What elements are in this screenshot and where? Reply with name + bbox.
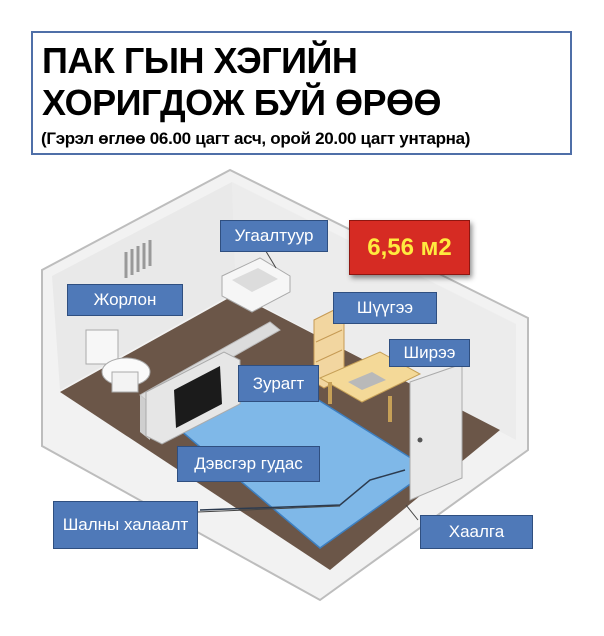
label-sink: Угаалтуур [220, 220, 328, 252]
title-line-1: ПАК ГЫН ХЭГИЙН [42, 40, 358, 81]
area-badge: 6,56 м2 [349, 220, 470, 275]
label-picture: Зурагт [238, 365, 319, 402]
tv-screen [174, 366, 222, 428]
title-line-2: ХОРИГДОЖ БУЙ ӨРӨӨ [42, 82, 441, 123]
title-box: ПАК ГЫН ХЭГИЙН ХОРИГДОЖ БУЙ ӨРӨӨ (Гэрэл … [31, 31, 572, 155]
label-floor-heating: Шалны халаалт [53, 501, 198, 549]
label-desk: Ширээ [389, 339, 470, 367]
label-mattress: Дэвсгэр гудас [177, 446, 320, 482]
label-shelf: Шүүгээ [333, 292, 437, 324]
label-toilet: Жорлон [67, 284, 183, 316]
toilet-tank [85, 329, 119, 365]
door-shape [409, 363, 463, 501]
subtitle: (Гэрэл өглөө 06.00 цагт асч, орой 20.00 … [41, 129, 471, 148]
label-door: Хаалга [420, 515, 533, 549]
heating-line [199, 469, 406, 511]
vent-bars [124, 240, 152, 278]
